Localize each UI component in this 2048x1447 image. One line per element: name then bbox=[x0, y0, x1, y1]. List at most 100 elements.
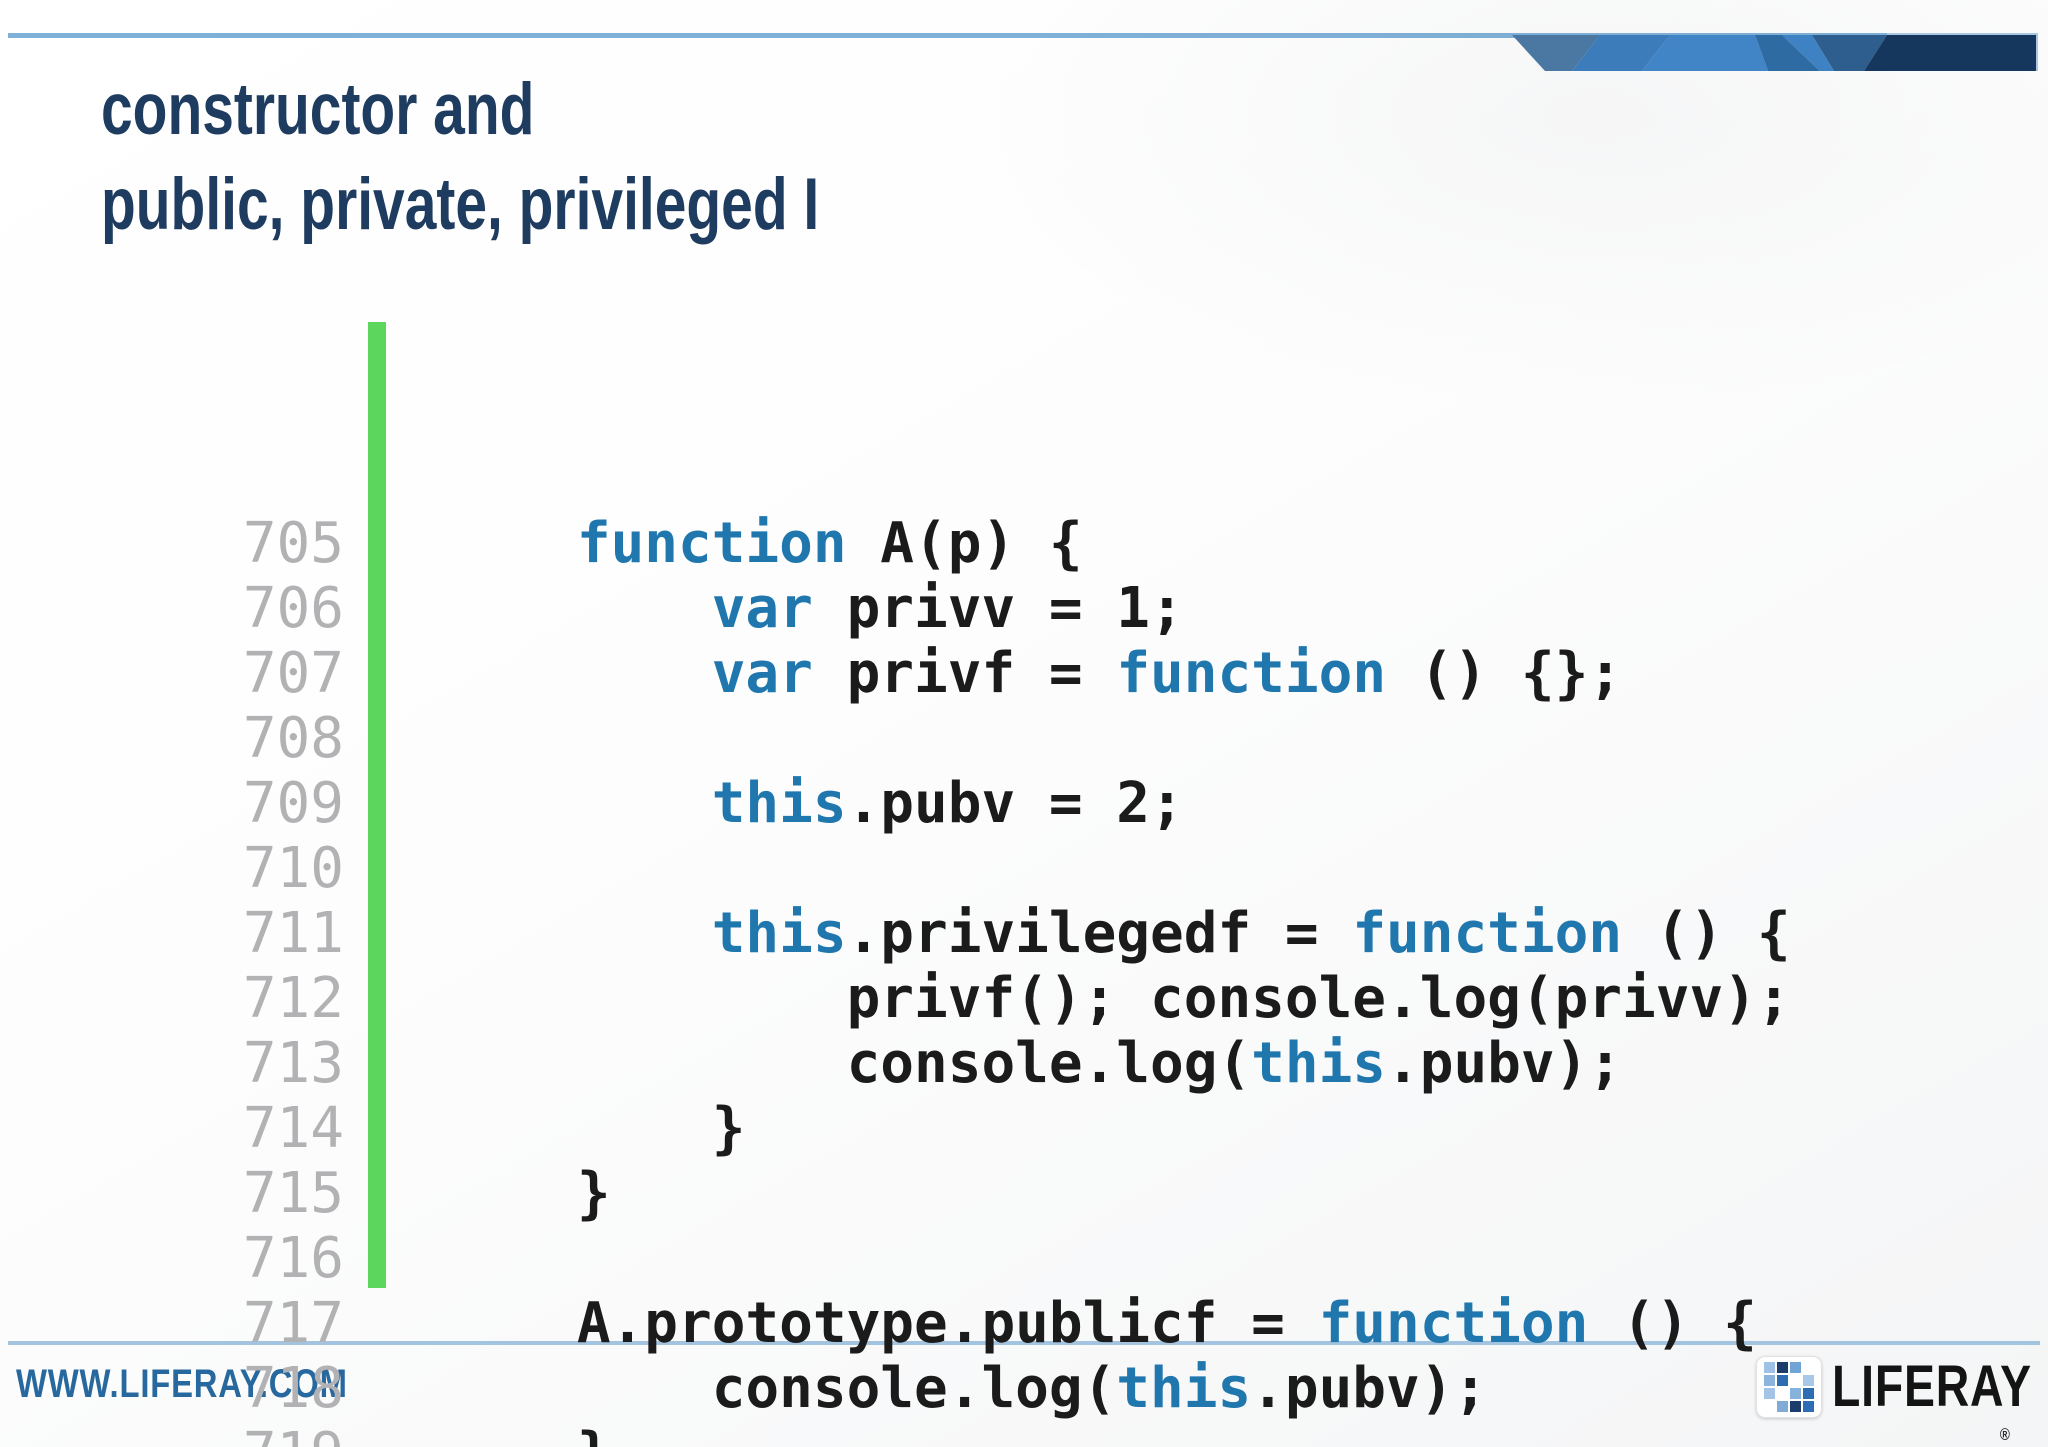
code-plain-text bbox=[442, 641, 712, 706]
banner-segment bbox=[1782, 35, 1834, 71]
code-text: } bbox=[442, 1421, 611, 1447]
code-line: 710 bbox=[180, 836, 1791, 901]
gutter-spacer bbox=[344, 966, 442, 1031]
logo-pixel bbox=[1764, 1362, 1775, 1373]
code-plain-text bbox=[442, 901, 712, 966]
gutter-spacer bbox=[344, 901, 442, 966]
line-number: 719 bbox=[180, 1421, 344, 1447]
line-number: 717 bbox=[242, 1291, 344, 1356]
logo-pixel bbox=[1777, 1375, 1788, 1386]
code-plain-text bbox=[442, 511, 577, 576]
code-plain-text: privv = 1; bbox=[812, 576, 1184, 641]
code-lines-container: 705 function A(p) {706 var privv = 1;707… bbox=[180, 511, 1791, 1447]
code-line: 707 var privf = function () {}; bbox=[180, 641, 1791, 706]
code-plain-text: privf = bbox=[812, 641, 1117, 706]
logo-pixel-empty bbox=[1764, 1401, 1775, 1412]
line-number: 712 bbox=[242, 966, 344, 1031]
banner-segment bbox=[1864, 35, 2037, 71]
code-keyword: this bbox=[711, 901, 847, 966]
top-divider-line bbox=[8, 33, 2038, 38]
banner-highlight-edge bbox=[1887, 33, 2038, 71]
liferay-logo-icon bbox=[1756, 1356, 1822, 1418]
line-number: 709 bbox=[242, 771, 344, 836]
code-text: privf(); console.log(privv); bbox=[442, 966, 1791, 1031]
code-plain-text: () { bbox=[1588, 1291, 1757, 1356]
code-line: 705 function A(p) { bbox=[180, 511, 1791, 576]
code-plain-text bbox=[442, 771, 712, 836]
code-plain-text: privf(); console.log(privv); bbox=[442, 966, 1791, 1031]
code-plain-text: } bbox=[442, 1096, 746, 1161]
code-keyword: function bbox=[576, 511, 847, 576]
line-number: 718 bbox=[242, 1356, 344, 1421]
code-line: 708 bbox=[180, 706, 1791, 771]
code-keyword: this bbox=[1116, 1356, 1252, 1421]
code-plain-text: A(p) { bbox=[846, 511, 1083, 576]
gutter-spacer bbox=[344, 1226, 442, 1291]
logo-pixel bbox=[1803, 1401, 1814, 1412]
code-keyword: function bbox=[1352, 901, 1623, 966]
gutter-spacer bbox=[344, 576, 442, 641]
code-keyword: this bbox=[711, 771, 847, 836]
code-line: 712 privf(); console.log(privv); bbox=[180, 966, 1791, 1031]
code-keyword: function bbox=[1116, 641, 1387, 706]
code-plain-text: () { bbox=[1622, 901, 1791, 966]
gutter-spacer bbox=[344, 1291, 442, 1356]
code-plain-text: A.prototype.publicf = bbox=[442, 1291, 1319, 1356]
logo-pixel bbox=[1777, 1401, 1788, 1412]
slide-title-line-2: public, private, privileged I bbox=[101, 164, 820, 245]
logo-pixel bbox=[1764, 1388, 1775, 1399]
logo-pixel bbox=[1764, 1375, 1775, 1386]
code-text: var privf = function () {}; bbox=[442, 641, 1622, 706]
gutter-spacer bbox=[344, 1031, 442, 1096]
line-number: 713 bbox=[242, 1031, 344, 1096]
code-editor-snippet: 705 function A(p) {706 var privv = 1;707… bbox=[180, 316, 1791, 1447]
code-line: 711 this.privilegedf = function () { bbox=[180, 901, 1791, 966]
logo-pixel bbox=[1790, 1362, 1801, 1373]
code-text: this.privilegedf = function () { bbox=[442, 901, 1791, 966]
code-plain-text: .pubv = 2; bbox=[846, 771, 1184, 836]
gutter-spacer bbox=[344, 1421, 442, 1447]
gutter-spacer bbox=[344, 1356, 442, 1421]
code-line: 719 } bbox=[180, 1421, 1791, 1447]
code-plain-text: console.log( bbox=[442, 1031, 1252, 1096]
banner-segment bbox=[1572, 35, 1670, 71]
code-line: 718 console.log(this.pubv); bbox=[180, 1356, 1791, 1421]
logo-pixel bbox=[1777, 1362, 1788, 1373]
code-line: 714 } bbox=[180, 1096, 1791, 1161]
logo-pixel bbox=[1790, 1401, 1801, 1412]
liferay-logo: LIFERAY ® bbox=[1756, 1354, 2048, 1444]
gutter-spacer bbox=[344, 836, 442, 901]
line-number: 715 bbox=[242, 1161, 344, 1226]
banner-segment bbox=[1812, 35, 1887, 71]
line-number: 707 bbox=[242, 641, 344, 706]
logo-pixel-empty bbox=[1803, 1362, 1814, 1373]
gutter-spacer bbox=[344, 1161, 442, 1226]
logo-pixel bbox=[1803, 1375, 1814, 1386]
code-text: this.pubv = 2; bbox=[442, 771, 1184, 836]
code-text: } bbox=[442, 1096, 746, 1161]
code-keyword: function bbox=[1318, 1291, 1589, 1356]
gutter-spacer bbox=[344, 641, 442, 706]
banner-segment bbox=[1512, 35, 1600, 71]
line-number: 708 bbox=[242, 706, 344, 771]
code-plain-text: .privilegedf = bbox=[846, 901, 1353, 966]
banner-segment bbox=[1642, 35, 1768, 71]
code-line: 716 bbox=[180, 1226, 1791, 1291]
website-url: WWW.LIFERAY.COM bbox=[16, 1362, 348, 1406]
code-plain-text: () {}; bbox=[1386, 641, 1623, 706]
logo-pixel bbox=[1803, 1388, 1814, 1399]
registered-trademark: ® bbox=[1999, 1425, 2011, 1444]
slide-title-line-1: constructor and bbox=[101, 69, 535, 150]
code-text: console.log(this.pubv); bbox=[442, 1356, 1487, 1421]
line-number: 710 bbox=[242, 836, 344, 901]
liferay-pixel-grid bbox=[1764, 1362, 1814, 1412]
gutter-spacer bbox=[344, 771, 442, 836]
code-keyword: var bbox=[711, 576, 813, 641]
code-keyword: var bbox=[711, 641, 813, 706]
corner-banner-decoration bbox=[1512, 33, 2038, 71]
liferay-wordmark-text: LIFERAY bbox=[1832, 1354, 2032, 1419]
logo-pixel-empty bbox=[1790, 1375, 1801, 1386]
footer-divider-line bbox=[8, 1341, 2040, 1345]
line-number: 714 bbox=[242, 1096, 344, 1161]
